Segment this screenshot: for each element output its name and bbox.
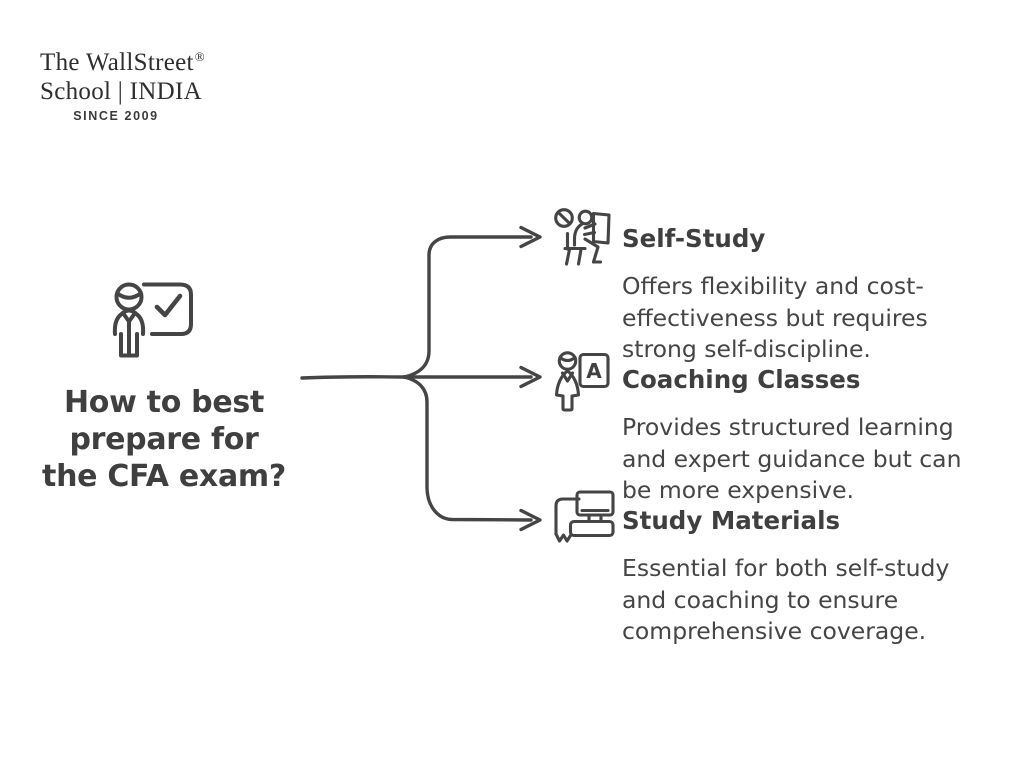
check-mark bbox=[154, 293, 183, 318]
book-spine-dot bbox=[561, 508, 565, 512]
branch-line-top bbox=[402, 235, 533, 379]
no-symbol-slash bbox=[556, 210, 572, 226]
focused-reader-no-distraction-icon bbox=[554, 208, 611, 266]
reading-book bbox=[591, 211, 611, 245]
board-outline bbox=[142, 282, 193, 336]
brand-tagline: SINCE 2009 bbox=[73, 109, 159, 123]
person-cap-line bbox=[115, 291, 143, 300]
board-letter: A bbox=[586, 359, 602, 383]
central-question: How to best prepare for the CFA exam? bbox=[42, 385, 286, 494]
brand-name-line2: School | INDIA bbox=[40, 78, 202, 105]
reader-back bbox=[572, 221, 585, 247]
presenter-checkmark-board-icon bbox=[112, 282, 193, 358]
book-spine-dot bbox=[561, 515, 565, 519]
reader-arm-bottom bbox=[582, 230, 597, 237]
branch-description-self-study: Offers flexibility and cost- effectivene… bbox=[622, 272, 928, 363]
brand-name-line1: The WallStreet® bbox=[40, 42, 230, 77]
person-legs bbox=[119, 332, 139, 358]
arrowhead-top bbox=[519, 225, 542, 249]
teacher-with-board-icon: A bbox=[554, 351, 610, 412]
letter-board bbox=[578, 352, 610, 389]
book-and-computer-icon bbox=[554, 490, 615, 543]
book-base-bar bbox=[568, 519, 615, 538]
main-stem-line bbox=[300, 375, 406, 380]
branch-line-bottom bbox=[402, 375, 533, 522]
book-outline bbox=[554, 497, 581, 536]
person-torso bbox=[112, 308, 146, 336]
book-spine-dot bbox=[561, 522, 565, 526]
branch-title-study-materials: Study Materials bbox=[622, 506, 841, 535]
brand-logo: The WallStreet® School | INDIA SINCE 200… bbox=[40, 42, 230, 123]
reader-head bbox=[577, 209, 594, 226]
branch-description-study-materials: Essential for both self-study and coachi… bbox=[622, 554, 950, 645]
reader-leg bbox=[583, 237, 600, 264]
monitor-frame bbox=[575, 490, 615, 517]
teacher-collar bbox=[560, 371, 575, 383]
branch-description-coaching-classes: Provides structured learning and expert … bbox=[622, 413, 962, 504]
teacher-gown bbox=[554, 369, 581, 412]
branch-title-self-study: Self-Study bbox=[622, 224, 766, 253]
arrowhead-middle bbox=[519, 365, 542, 389]
registered-trademark: ® bbox=[194, 49, 205, 64]
teacher-cap-line bbox=[558, 355, 577, 363]
branch-title-coaching-classes: Coaching Classes bbox=[622, 365, 861, 394]
chair-front-leg bbox=[564, 247, 572, 266]
arrowhead-bottom bbox=[519, 508, 542, 532]
teacher-head bbox=[557, 351, 578, 371]
book-page-zigzag bbox=[554, 532, 573, 543]
no-symbol-circle bbox=[554, 208, 574, 228]
reader-arm-top bbox=[583, 222, 597, 230]
brand-name-text: The WallStreet bbox=[40, 49, 194, 76]
chair-rear-leg bbox=[576, 247, 583, 266]
